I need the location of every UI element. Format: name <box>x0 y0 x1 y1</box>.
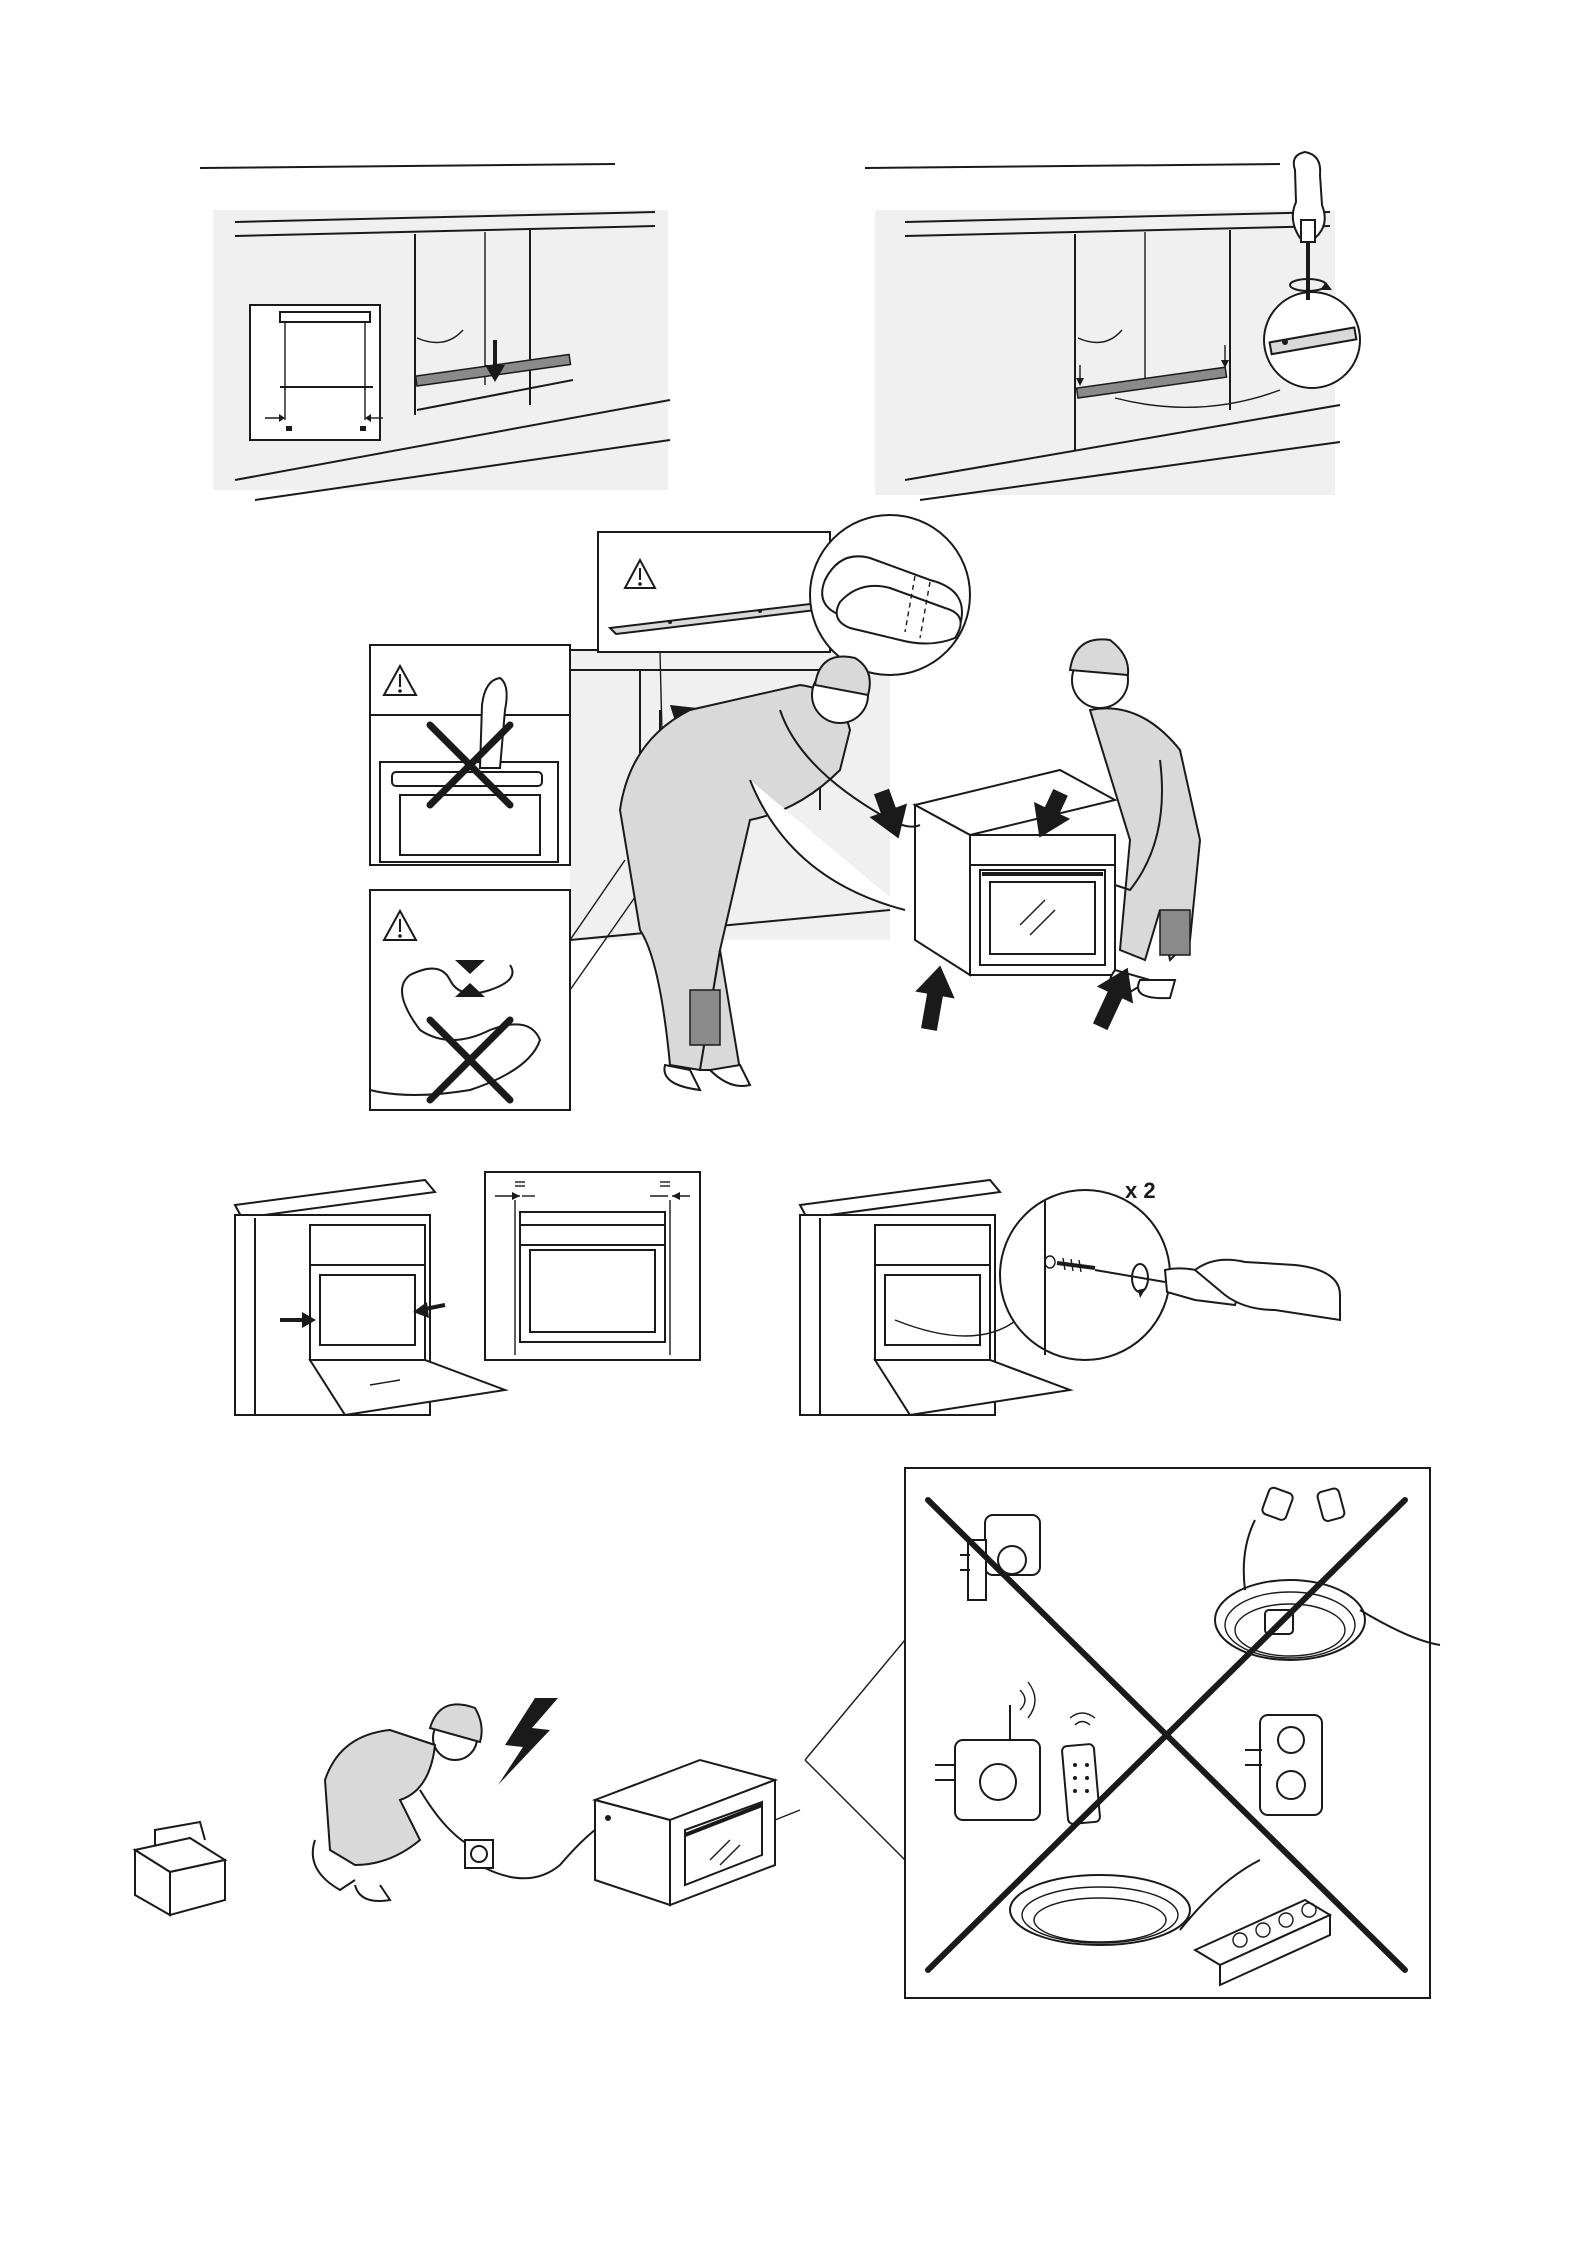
figure-lifting-oven <box>370 510 1230 1150</box>
gloves-circle <box>810 515 970 675</box>
prohibited-drawing <box>800 1460 1440 2010</box>
alignment-inset <box>485 1172 700 1360</box>
cabinet-rail-drawing <box>195 150 685 510</box>
oven-icon <box>595 1760 775 1905</box>
lightning-icon <box>498 1698 558 1785</box>
electrician-icon <box>313 1704 482 1901</box>
figure-electrical <box>130 1690 810 1930</box>
inset-spacing-diagram <box>250 305 383 440</box>
figure-screw-fixing: x 2 <box>795 1170 1355 1430</box>
socket-icon <box>465 1840 493 1868</box>
toolbox-icon <box>135 1822 225 1915</box>
cable-warning-box <box>370 860 640 1110</box>
screw-count-label: x 2 <box>1125 1178 1156 1203</box>
electrical-drawing <box>130 1690 810 1930</box>
figure-prohibited-accessories <box>800 1460 1440 2010</box>
lifting-scene-drawing <box>370 510 1230 1150</box>
screw-fixing-drawing: x 2 <box>795 1170 1355 1430</box>
figure-cabinet-screw <box>860 150 1380 510</box>
alignment-drawing <box>230 1170 710 1430</box>
cabinet-screw-drawing <box>860 150 1380 510</box>
handle-warning-box <box>370 645 570 865</box>
oven-icon <box>915 770 1115 975</box>
figure-oven-alignment <box>230 1170 710 1430</box>
figure-cabinet-rail <box>195 150 685 510</box>
